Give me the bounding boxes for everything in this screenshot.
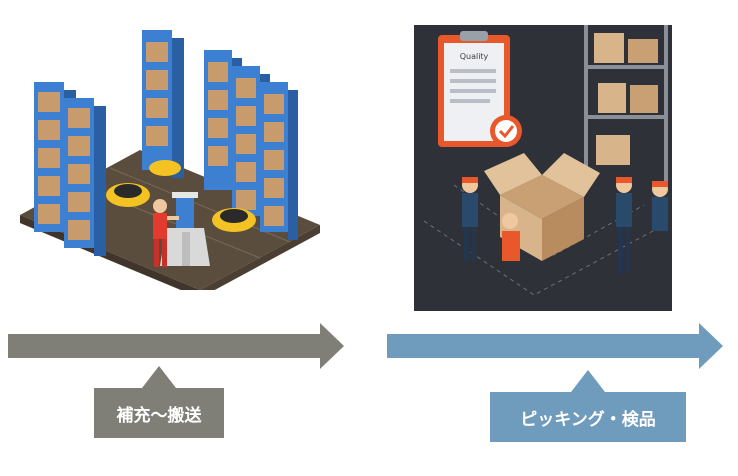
quality-clipboard-icon: Quality <box>438 31 510 147</box>
step2-text: ピッキング・検品 <box>520 409 656 430</box>
step-label-replenish-transport: 補充～搬送 <box>94 388 224 438</box>
control-terminal-icon <box>160 192 210 266</box>
agv-robot-icon <box>106 160 256 232</box>
worker-icon <box>153 199 179 267</box>
clipboard-title: Quality <box>460 52 489 61</box>
storage-rack-icon <box>34 82 76 240</box>
process-arrow-blue <box>387 323 723 369</box>
shelf-icon <box>584 25 668 185</box>
process-arrow-gray <box>8 323 344 369</box>
warehouse-robot-illustration <box>20 30 320 290</box>
check-badge-icon <box>490 115 522 147</box>
worker-group-icon <box>462 177 668 273</box>
picking-inspection-illustration: Quality <box>414 25 672 311</box>
step-label-picking-inspection: ピッキング・検品 <box>490 392 686 442</box>
cardboard-box-icon <box>484 153 600 261</box>
step1-text: 補充～搬送 <box>116 405 202 426</box>
